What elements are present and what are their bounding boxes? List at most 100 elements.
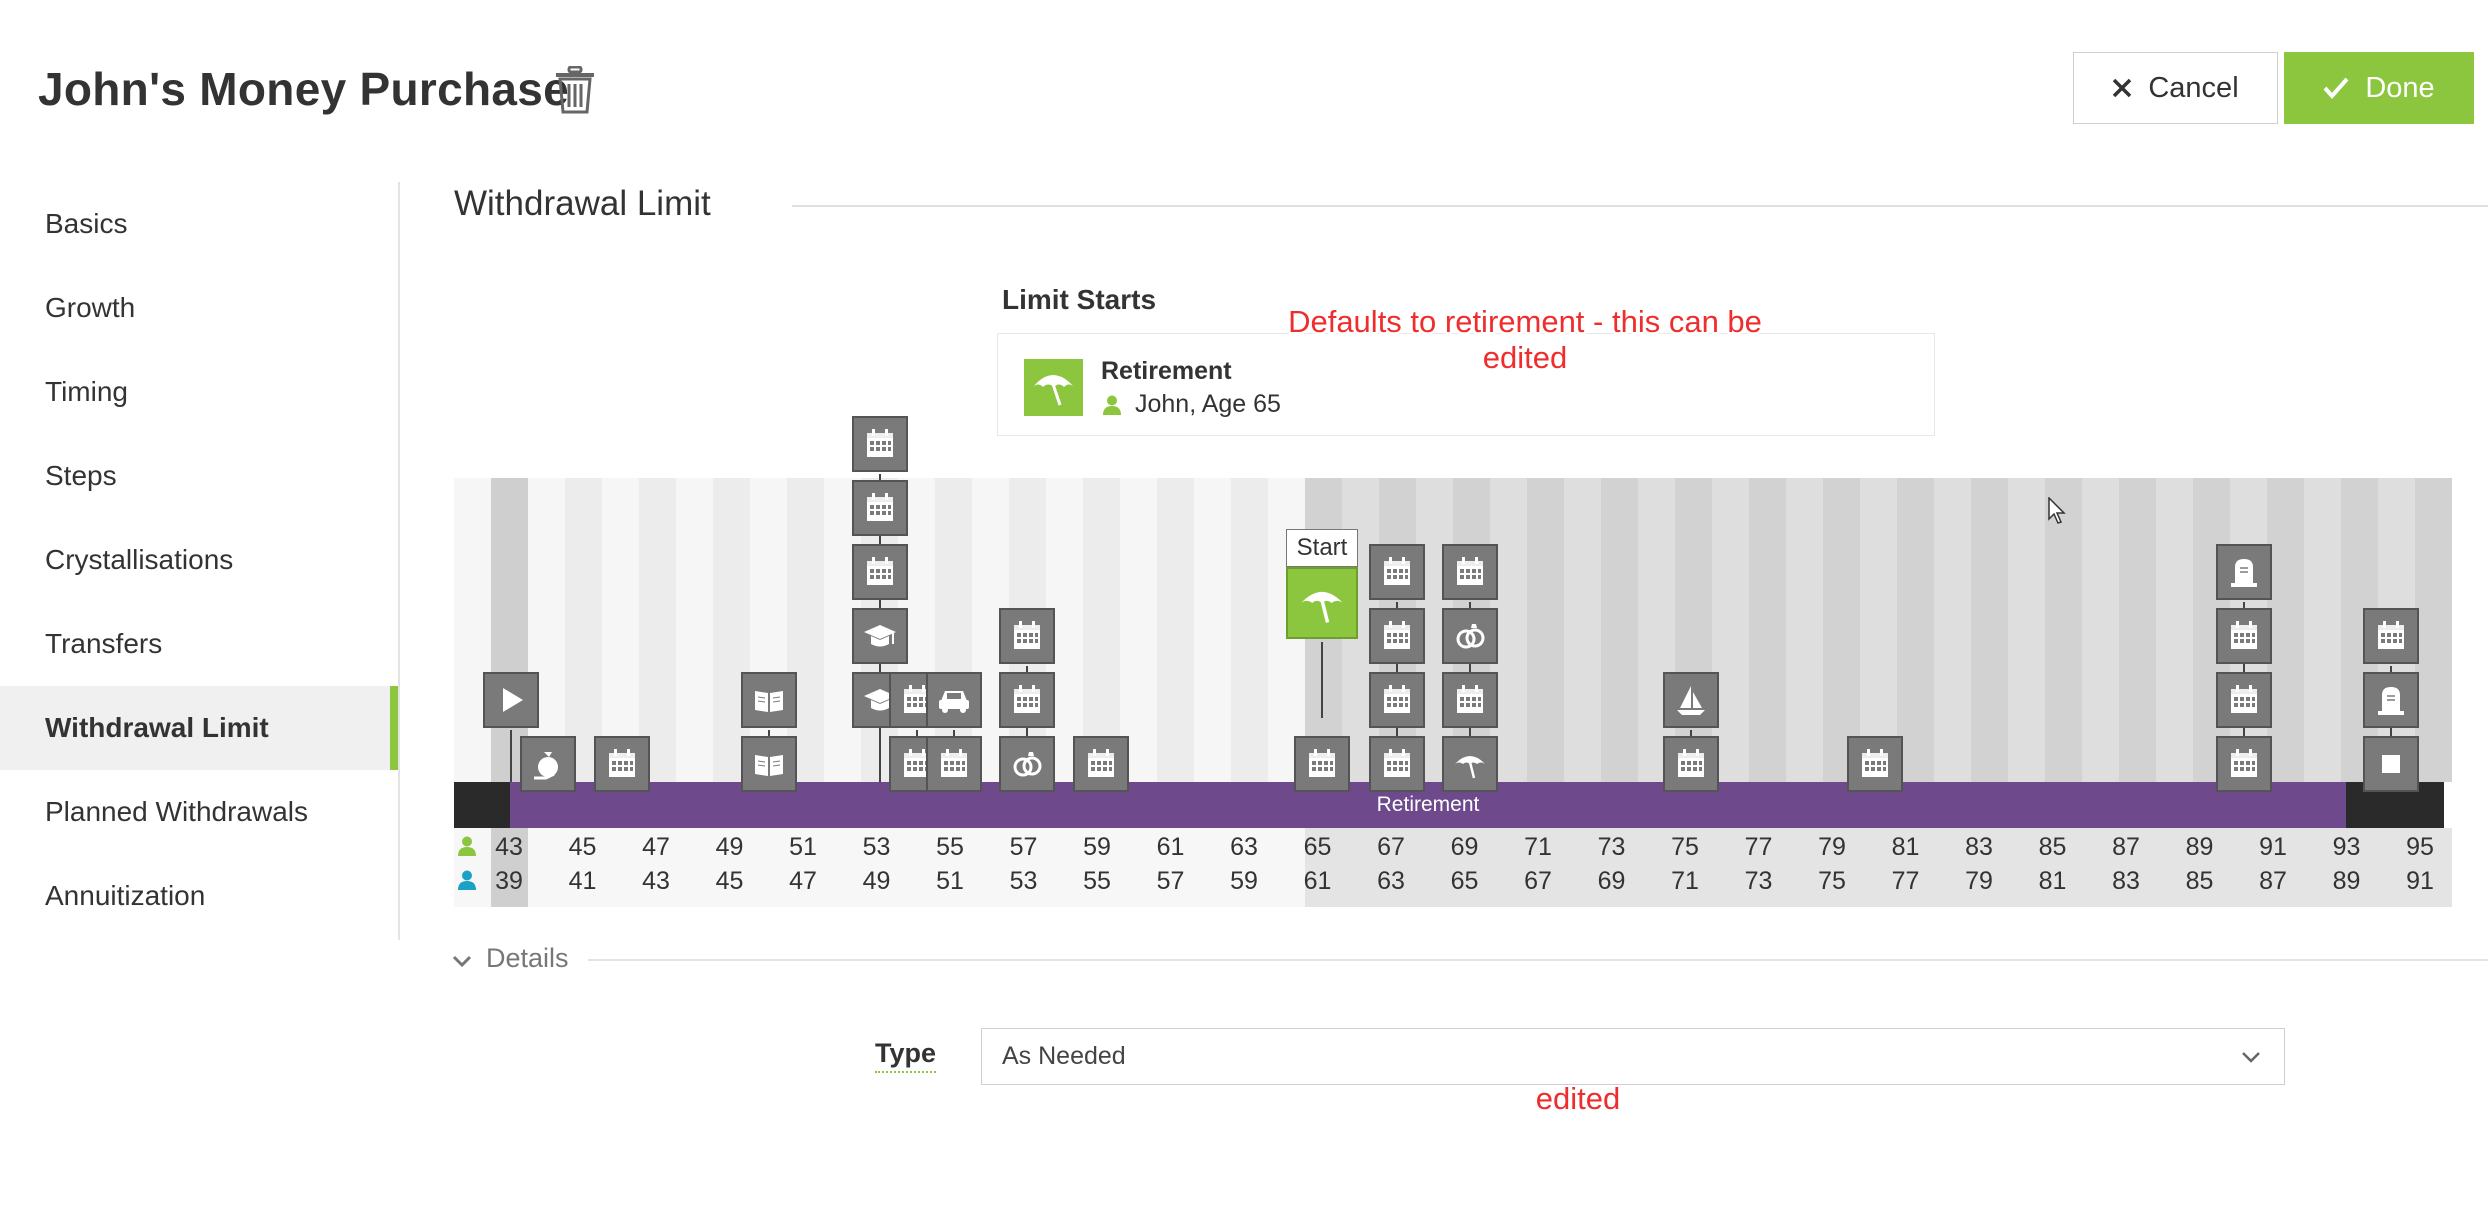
timeline-year-column[interactable]: [787, 478, 824, 782]
event-calendar-marker[interactable]: [852, 416, 908, 472]
trash-icon[interactable]: [555, 66, 595, 114]
calendar-icon: [1862, 749, 1888, 777]
age-label-secondary: 59: [1230, 867, 1258, 895]
event-calendar-marker[interactable]: [1369, 608, 1425, 664]
event-sailboat-marker[interactable]: [1663, 672, 1719, 728]
sidebar-item-growth[interactable]: Growth: [45, 292, 136, 323]
timeline-year-column[interactable]: [1823, 478, 1860, 782]
event-stop-marker[interactable]: [2363, 736, 2419, 792]
event-umbrella-marker[interactable]: [1442, 736, 1498, 792]
age-label-primary: 61: [1156, 833, 1185, 861]
timeline-age-column: [2267, 828, 2304, 907]
timeline-year-column[interactable]: [528, 478, 565, 782]
timeline-year-column[interactable]: [491, 478, 528, 782]
timeline-year-column[interactable]: [2304, 478, 2341, 782]
sidebar-item-basics[interactable]: Basics: [45, 208, 128, 239]
event-money-bag-marker[interactable]: [520, 736, 576, 792]
timeline-year-column[interactable]: [602, 478, 639, 782]
sidebar-item-transfers[interactable]: Transfers: [45, 628, 163, 659]
timeline-year-column[interactable]: [565, 478, 602, 782]
sidebar-item-crystallisations[interactable]: Crystallisations: [45, 544, 234, 575]
retirement-bar[interactable]: Retirement: [510, 782, 2346, 828]
sidebar-item-steps[interactable]: Steps: [45, 460, 117, 491]
event-calendar-marker[interactable]: [999, 672, 1055, 728]
sidebar-item-annuitization[interactable]: Annuitization: [45, 880, 206, 911]
sidebar-item-withdrawal-limit[interactable]: Withdrawal Limit: [0, 686, 400, 770]
event-calendar-marker[interactable]: [852, 544, 908, 600]
timeline-year-column[interactable]: [1934, 478, 1971, 782]
annotation-limit-default: Defaults to retirement - this can be edi…: [1288, 304, 1762, 375]
timeline-year-column[interactable]: [639, 478, 676, 782]
sidebar-item-timing[interactable]: Timing: [45, 376, 128, 407]
done-button[interactable]: Done: [2284, 52, 2474, 124]
timeline-year-column[interactable]: [1194, 478, 1231, 782]
timeline-year-column[interactable]: [1786, 478, 1823, 782]
timeline-year-column[interactable]: [1860, 478, 1897, 782]
event-tombstone-marker[interactable]: [2216, 544, 2272, 600]
timeline-year-column[interactable]: [1638, 478, 1675, 782]
timeline-year-column[interactable]: [454, 478, 491, 782]
details-toggle[interactable]: Details: [486, 943, 569, 973]
timeline-age-column: [2230, 828, 2267, 907]
timeline-year-column[interactable]: [1564, 478, 1601, 782]
event-calendar-marker[interactable]: [999, 608, 1055, 664]
timeline-year-column[interactable]: [1231, 478, 1268, 782]
timeline-year-column[interactable]: [2008, 478, 2045, 782]
event-calendar-marker[interactable]: [1073, 736, 1129, 792]
timeline-age-column: [1897, 828, 1934, 907]
event-car-marker[interactable]: [926, 672, 982, 728]
event-calendar-marker[interactable]: [2216, 736, 2272, 792]
timeline-year-column[interactable]: [1749, 478, 1786, 782]
timeline-year-column[interactable]: [2415, 478, 2452, 782]
age-label-primary: 83: [1965, 833, 1993, 861]
event-book-marker[interactable]: [741, 736, 797, 792]
timeline-year-column[interactable]: [2267, 478, 2304, 782]
timeline-year-column[interactable]: [1971, 478, 2008, 782]
event-calendar-marker[interactable]: [2363, 608, 2419, 664]
sidebar-item-planned-withdrawals[interactable]: Planned Withdrawals: [45, 796, 309, 827]
event-calendar-marker[interactable]: [1369, 544, 1425, 600]
event-calendar-marker[interactable]: [1294, 736, 1350, 792]
timeline-year-column[interactable]: [1675, 478, 1712, 782]
check-icon: [2323, 77, 2349, 99]
event-calendar-marker[interactable]: [594, 736, 650, 792]
event-calendar-marker[interactable]: [1663, 736, 1719, 792]
event-tombstone-marker[interactable]: [2363, 672, 2419, 728]
event-book-marker[interactable]: [741, 672, 797, 728]
timeline-year-column[interactable]: [2156, 478, 2193, 782]
start-retirement-marker[interactable]: [1286, 567, 1358, 639]
event-rings-marker[interactable]: [1442, 608, 1498, 664]
event-calendar-marker[interactable]: [1442, 544, 1498, 600]
timeline-year-column[interactable]: [1897, 478, 1934, 782]
event-calendar-marker[interactable]: [1369, 672, 1425, 728]
event-calendar-marker[interactable]: [2216, 608, 2272, 664]
event-rings-marker[interactable]: [999, 736, 1055, 792]
timeline-year-column[interactable]: [2045, 478, 2082, 782]
event-graduation-cap-marker[interactable]: [852, 608, 908, 664]
event-calendar-marker[interactable]: [1442, 672, 1498, 728]
type-select[interactable]: As Needed: [981, 1028, 2285, 1085]
event-calendar-marker[interactable]: [1369, 736, 1425, 792]
timeline-year-column[interactable]: [1083, 478, 1120, 782]
limit-start-card[interactable]: [997, 333, 1935, 436]
event-calendar-marker[interactable]: [1847, 736, 1903, 792]
event-calendar-marker[interactable]: [2216, 672, 2272, 728]
calendar-icon: [904, 749, 930, 777]
timeline-year-column[interactable]: [676, 478, 713, 782]
timeline-year-column[interactable]: [2082, 478, 2119, 782]
age-label-primary: 95: [2406, 833, 2434, 861]
timeline-year-column[interactable]: [1157, 478, 1194, 782]
timeline-year-column[interactable]: [713, 478, 750, 782]
timeline-year-column[interactable]: [2119, 478, 2156, 782]
cancel-button[interactable]: Cancel: [2073, 52, 2278, 124]
timeline-year-column[interactable]: [1601, 478, 1638, 782]
event-calendar-marker[interactable]: [926, 736, 982, 792]
timeline-year-column[interactable]: [1120, 478, 1157, 782]
timeline-year-column[interactable]: [1712, 478, 1749, 782]
chevron-down-icon[interactable]: [451, 950, 473, 972]
event-play-marker[interactable]: [483, 672, 539, 728]
timeline-year-column[interactable]: [1527, 478, 1564, 782]
event-calendar-marker[interactable]: [852, 480, 908, 536]
age-label-primary: 93: [2332, 833, 2361, 861]
